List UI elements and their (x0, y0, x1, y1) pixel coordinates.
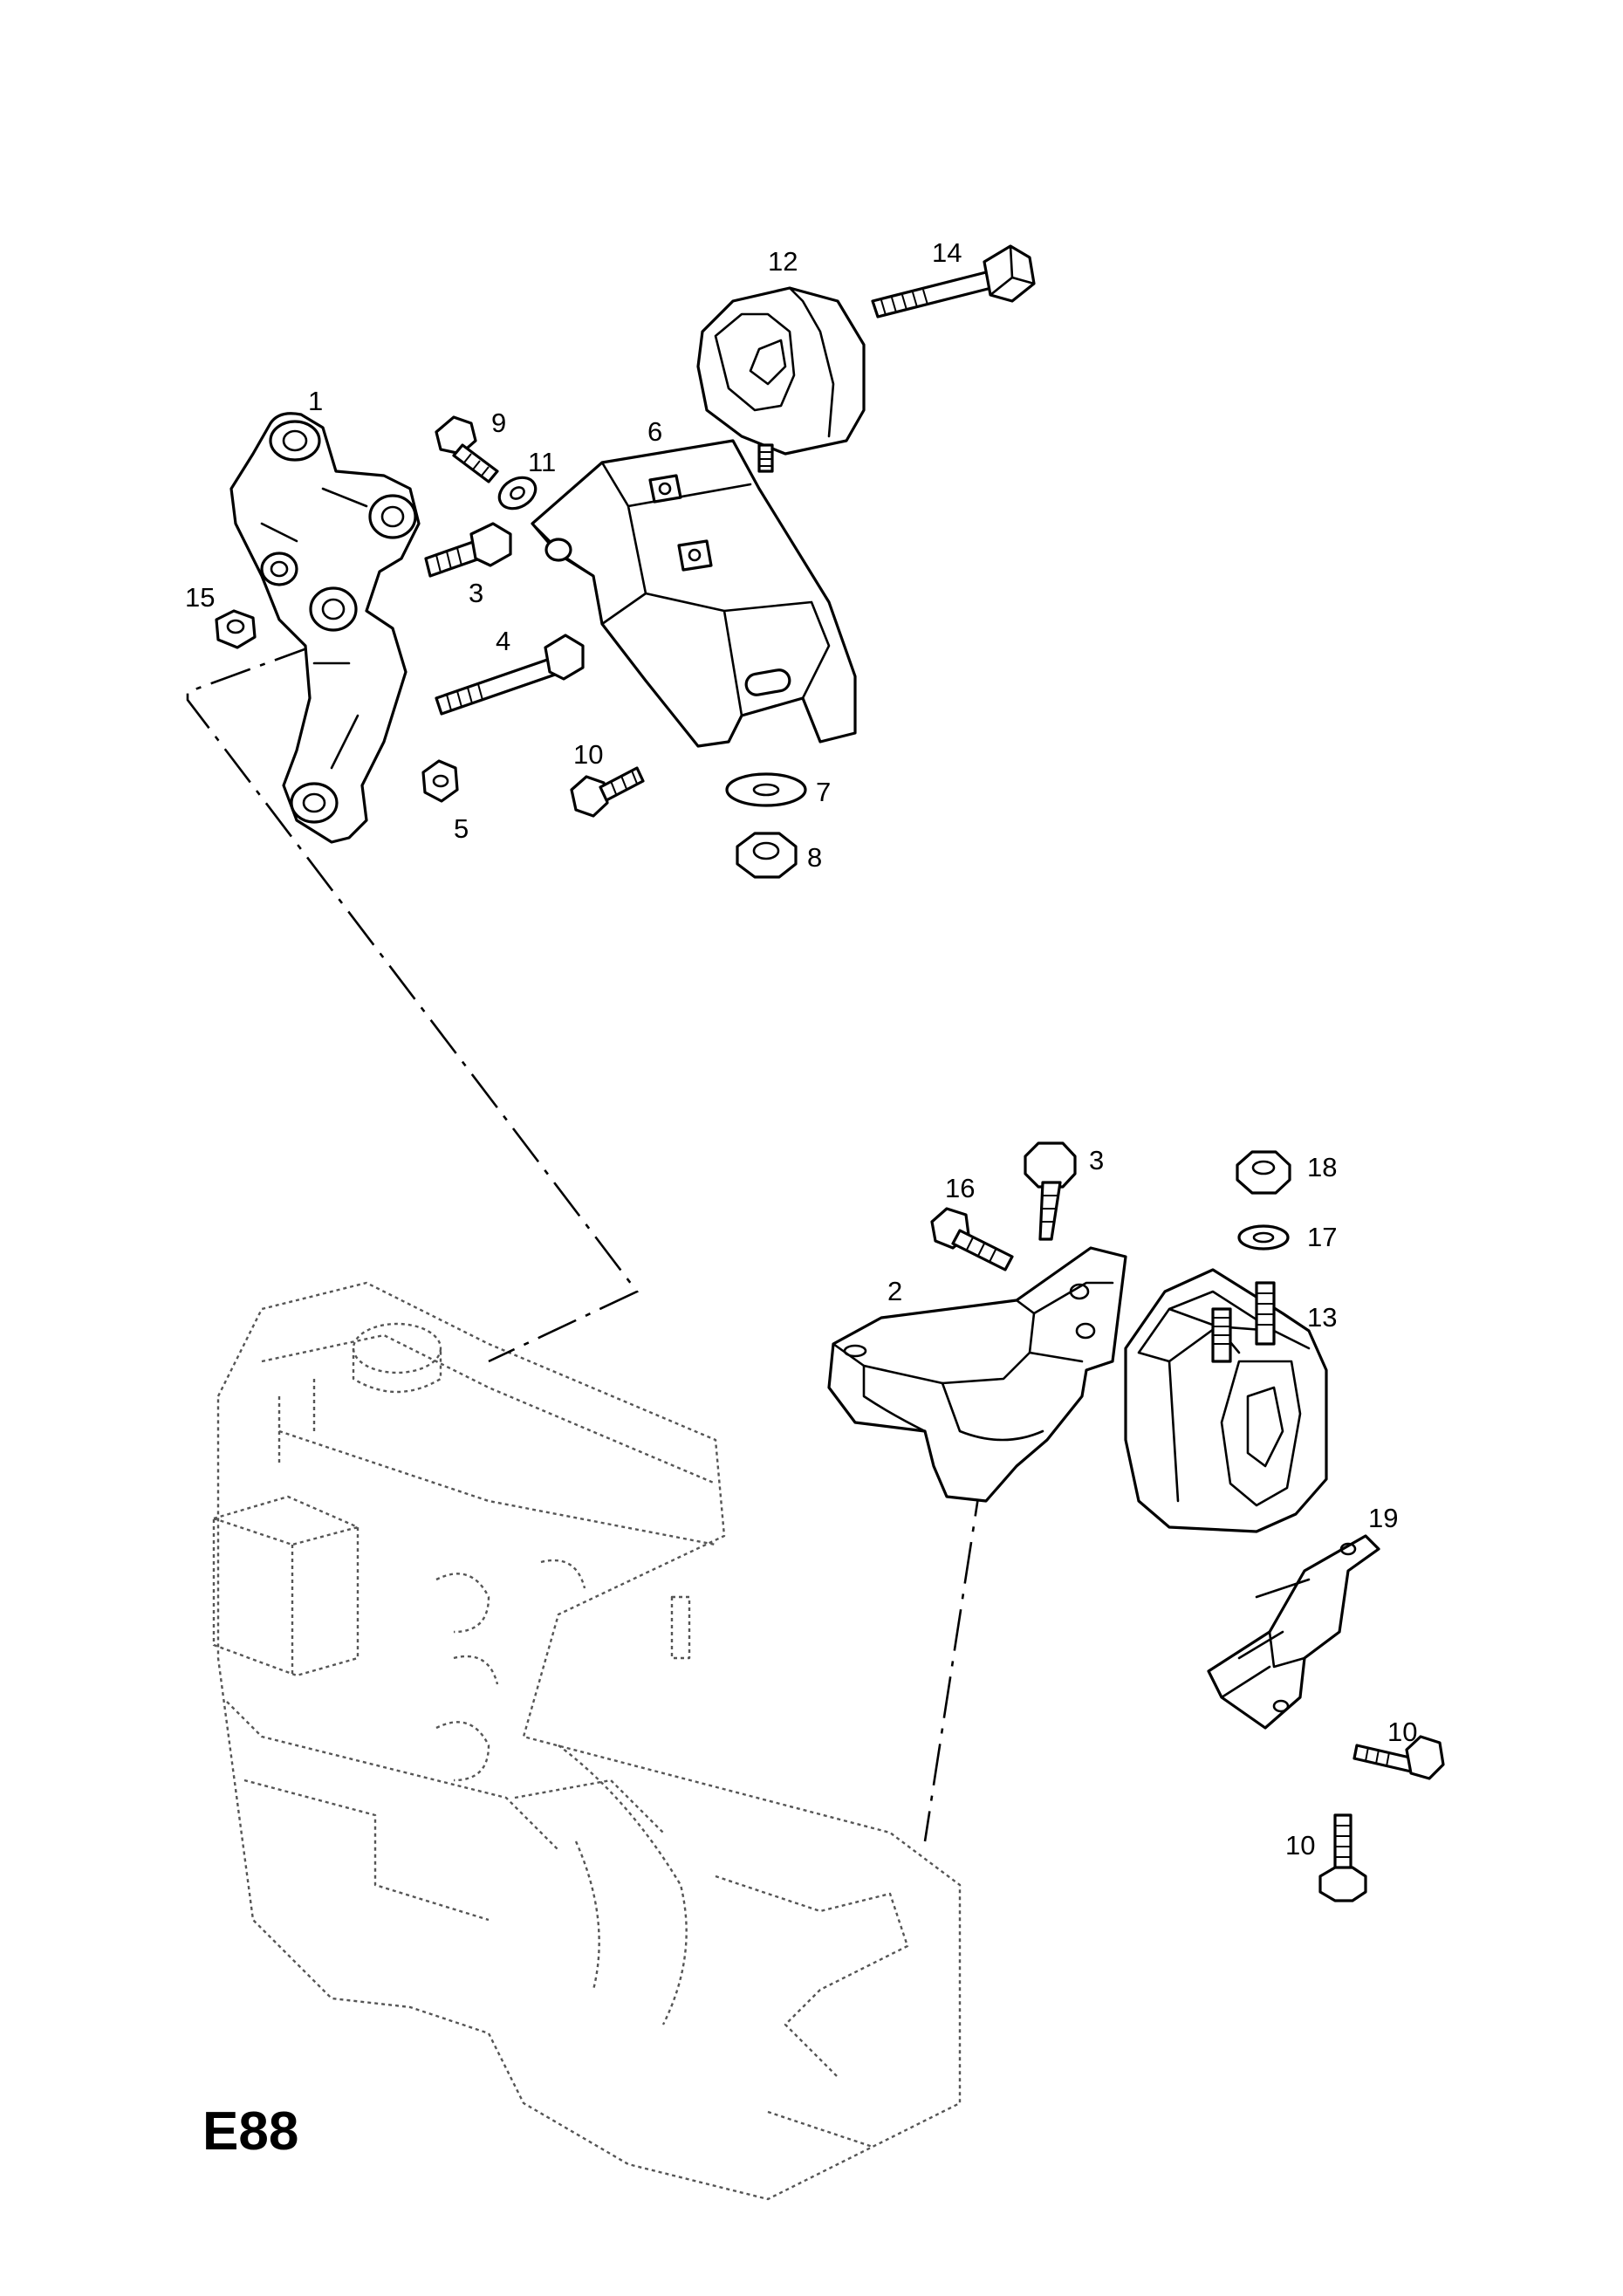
callout-16: 16 (945, 1173, 975, 1203)
callout-10-lower: 10 (1285, 1830, 1315, 1861)
part-13-mount (1124, 1268, 1328, 1533)
callout-4: 4 (496, 626, 510, 656)
callout-10-right: 10 (1387, 1717, 1417, 1747)
callout-3-upper: 3 (469, 578, 483, 608)
part-4-bolt (435, 634, 585, 716)
part-14-bolt (871, 244, 1036, 319)
part-7-washer (725, 772, 807, 807)
part-10-bolt-upper (570, 766, 645, 818)
part-12-mount (696, 286, 866, 473)
part-10-bolt-lower (1318, 1813, 1367, 1902)
part-1-bracket (229, 412, 421, 844)
callout-11: 11 (528, 447, 556, 477)
callout-17: 17 (1307, 1222, 1337, 1252)
callout-9: 9 (491, 408, 506, 438)
callout-5: 5 (454, 813, 469, 844)
part-19-bracket (1207, 1534, 1380, 1730)
part-18-nut (1236, 1150, 1291, 1195)
callout-14: 14 (932, 237, 962, 268)
part-3-bolt-upper (424, 522, 512, 578)
part-11-washer (497, 476, 538, 511)
part-3-bolt-lower (1024, 1141, 1077, 1241)
callout-1: 1 (308, 386, 323, 416)
callout-18: 18 (1307, 1152, 1337, 1182)
centerlines (186, 644, 983, 1842)
callout-2: 2 (887, 1276, 902, 1306)
callout-10-upper: 10 (573, 739, 603, 770)
callout-8: 8 (807, 842, 822, 873)
engine-outline (212, 1281, 962, 2201)
part-10-bolt-right (1352, 1735, 1445, 1780)
callout-13: 13 (1307, 1302, 1337, 1333)
callout-12: 12 (768, 246, 798, 277)
part-6-bracket (531, 439, 857, 748)
callout-7: 7 (816, 777, 831, 807)
part-2-bracket (827, 1246, 1127, 1503)
part-5-nut (421, 759, 459, 803)
callout-15: 15 (185, 582, 215, 613)
part-16-bolt (930, 1207, 1014, 1271)
part-9-bolt (435, 415, 499, 483)
callout-19: 19 (1368, 1503, 1398, 1533)
callout-3-lower: 3 (1089, 1145, 1104, 1175)
part-8-nut (736, 832, 798, 879)
part-17-washer (1237, 1224, 1290, 1251)
callout-labels: 1 2 3 3 4 5 6 7 8 9 10 10 10 11 12 13 14… (185, 237, 1417, 1861)
diagram-code: E88 (202, 2101, 298, 2162)
part-15-nut (215, 609, 257, 649)
callout-6: 6 (647, 416, 662, 447)
